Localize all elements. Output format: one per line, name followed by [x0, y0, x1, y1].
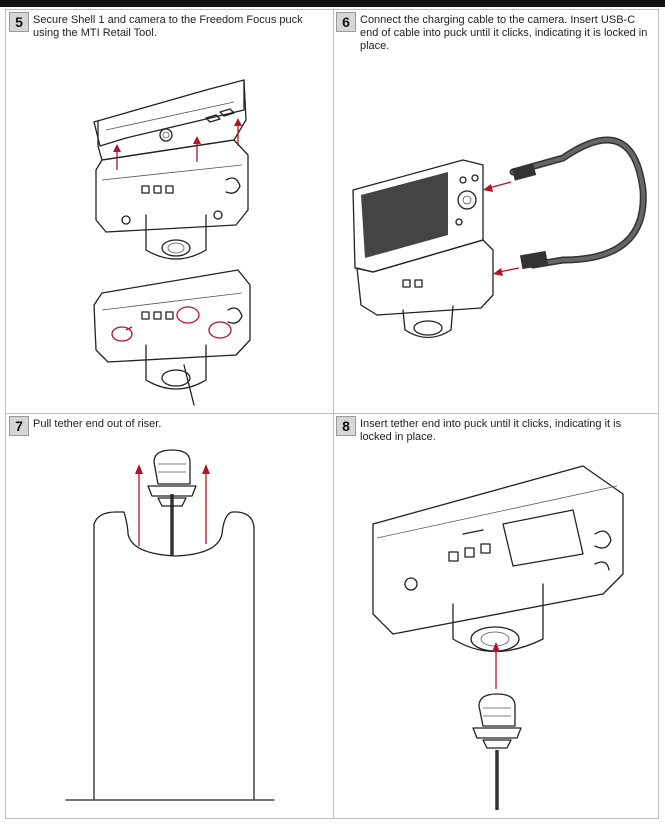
step-5-panel: 5 Secure Shell 1 and camera to the Freed… — [6, 10, 333, 413]
step-5-number: 5 — [9, 12, 29, 32]
step-8-panel: 8 Insert tether end into puck until it c… — [333, 414, 660, 820]
step-8-illustration — [372, 465, 624, 810]
top-rule — [0, 0, 665, 7]
step-8-text: Insert tether end into puck until it cli… — [360, 418, 622, 443]
step-7-text: Pull tether end out of riser. — [33, 418, 162, 430]
step-6-number: 6 — [336, 12, 356, 32]
column-divider — [333, 10, 334, 818]
step-8-number: 8 — [336, 416, 356, 436]
step-6-illustration — [352, 136, 647, 339]
step-7-panel: 7 Pull tether end out of riser. — [6, 414, 333, 820]
instruction-grid: 5 Secure Shell 1 and camera to the Freed… — [5, 9, 659, 819]
step-5-illustration — [93, 79, 251, 406]
step-7-illustration — [65, 449, 275, 801]
step-6-text: Connect the charging cable to the camera… — [360, 14, 648, 52]
row-divider — [6, 413, 658, 414]
step-7-number: 7 — [9, 416, 29, 436]
step-5-text: Secure Shell 1 and camera to the Freedom… — [33, 14, 303, 39]
step-6-panel: 6 Connect the charging cable to the came… — [333, 10, 660, 413]
